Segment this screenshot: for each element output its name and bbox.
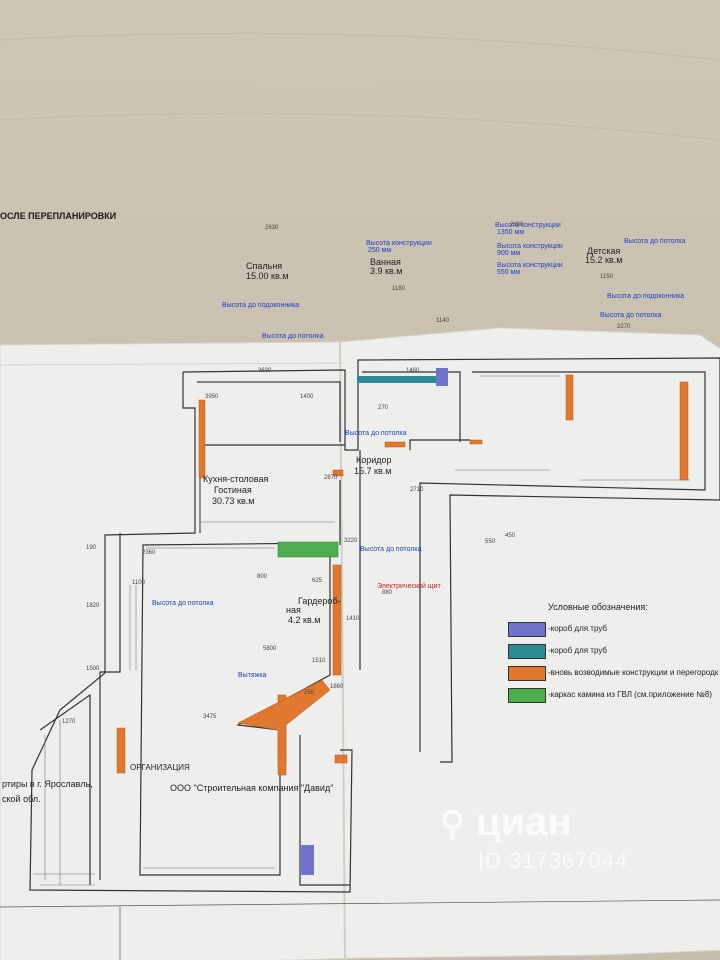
- room-kitchen-line2: Гостиная: [214, 485, 252, 495]
- note-bath-construct: Высота конструкции: [366, 240, 432, 247]
- legend-title: Условные обозначения:: [548, 602, 648, 612]
- legend-swatch-fireplace: [508, 688, 546, 703]
- dim-label: 1150: [600, 274, 613, 280]
- dim-label: 2870: [324, 475, 338, 481]
- dim-label: 1400: [300, 394, 314, 400]
- legend-label-new-construction: -вновь возводимые конструкции и перегоро…: [548, 668, 719, 677]
- dim-label: 3220: [344, 538, 358, 544]
- dim-label: 880: [382, 590, 393, 596]
- dim-label: 625: [312, 578, 323, 584]
- room-wardrobe-line1: Гардероб-: [298, 596, 341, 606]
- legend-swatch-pipe-box-violet: [508, 622, 546, 637]
- dim-label: 1140: [436, 318, 449, 324]
- dim-label: 1460: [406, 368, 420, 374]
- dim-label: 1510: [312, 658, 326, 664]
- note-ceiling-kids-2: Высота до потолка: [600, 312, 662, 319]
- dim-label: 3950: [205, 394, 219, 400]
- footer-org-label: ОРГАНИЗАЦИЯ: [130, 763, 190, 772]
- dim-label: 2710: [410, 487, 424, 493]
- room-kids-area: 15.2 кв.м: [585, 255, 623, 265]
- note-ceiling-kids-1: Высота до потолка: [624, 238, 686, 245]
- note-ceiling-kitchen: Высота до потолка: [152, 600, 214, 607]
- dim-label: 270: [378, 405, 389, 411]
- note-ceiling-bedroom: Высота до потолка: [262, 333, 324, 340]
- dim-label: 2630: [265, 225, 279, 231]
- note-kids-construct-2-value: 900 мм: [497, 250, 521, 257]
- dim-label: 2180: [510, 222, 524, 228]
- dim-label: 1100: [132, 580, 145, 586]
- dim-label: 1500: [86, 666, 100, 672]
- note-electric-panel: Электрический щит: [377, 583, 441, 590]
- room-kids-name: Детская: [587, 246, 621, 256]
- room-wardrobe-line2: ная: [286, 605, 301, 615]
- room-corridor-area: 15.7 кв.м: [354, 466, 392, 476]
- dim-label: 1410: [346, 616, 360, 622]
- dim-label: 800: [257, 574, 268, 580]
- room-bathroom-area: 3.9 кв.м: [370, 266, 403, 276]
- footer-org-name: ООО "Строительная компания "Давид": [170, 783, 334, 793]
- dim-label: 250: [304, 690, 315, 696]
- room-wardrobe-area: 4.2 кв.м: [288, 615, 321, 625]
- legend-label-pipe-box-violet: -короб для труб: [548, 624, 607, 633]
- dim-label: 2360: [142, 550, 156, 556]
- dim-label: 1860: [330, 684, 344, 690]
- dim-label: 3475: [203, 714, 217, 720]
- room-kitchen-line1: Кухня-столовая: [203, 474, 269, 484]
- note-ceiling-corridor-1: Высота до потолка: [345, 430, 407, 437]
- note-hood: Вытяжка: [238, 672, 267, 679]
- note-sill-kids: Высота до подоконника: [607, 293, 685, 300]
- note-kids-construct-2: Высота конструкции: [497, 243, 563, 250]
- fireplace-frame: [277, 541, 339, 558]
- room-bedroom-name: Спальня: [246, 261, 283, 271]
- room-bathroom-name: Ванная: [370, 257, 401, 267]
- footer-address-line2: ской обл.: [2, 794, 41, 804]
- legend-swatch-new-construction: [508, 666, 546, 681]
- legend-label-pipe-box-teal: -короб для труб: [548, 646, 607, 655]
- dim-label: 1820: [86, 603, 100, 609]
- watermark-logo: ⚲ циан: [440, 800, 572, 844]
- note-kids-construct-3-value: 550 мм: [497, 269, 521, 276]
- dim-label: 190: [86, 545, 97, 551]
- room-corridor-name: Коридор: [356, 455, 392, 465]
- note-sill-bedroom: Высота до подоконника: [222, 302, 300, 309]
- watermark-id: ID 317367044: [478, 848, 629, 873]
- sheet-title: ОСЛЕ ПЕРЕПЛАНИРОВКИ: [0, 211, 117, 221]
- note-kids-construct-1: Высота конструкции: [495, 222, 561, 229]
- note-kids-construct-3: Высота конструкции: [497, 262, 563, 269]
- dim-label: 2270: [617, 324, 631, 330]
- room-kitchen-area: 30.73 кв.м: [212, 496, 255, 506]
- note-bath-construct-value: 250 мм: [368, 247, 392, 254]
- legend-swatch-pipe-box-teal: [508, 644, 546, 659]
- room-bedroom-area: 15.00 кв.м: [246, 271, 289, 281]
- legend-label-fireplace: -каркас камина из ГВЛ (см.приложение №8): [548, 690, 712, 699]
- dim-label: 3630: [258, 368, 272, 374]
- dim-label: 1180: [392, 286, 405, 292]
- note-ceiling-corridor-2: Высота до потолка: [360, 546, 422, 553]
- watermark-brand: циан: [476, 800, 572, 844]
- dim-label: 5800: [263, 646, 277, 652]
- note-kids-construct-1-value: 1350 мм: [497, 229, 525, 236]
- dim-label: 1270: [62, 719, 76, 725]
- footer-address-line1: ртиры в г. Ярославль,: [2, 779, 93, 789]
- dim-label: 450: [505, 533, 516, 539]
- dim-label: 550: [485, 539, 496, 545]
